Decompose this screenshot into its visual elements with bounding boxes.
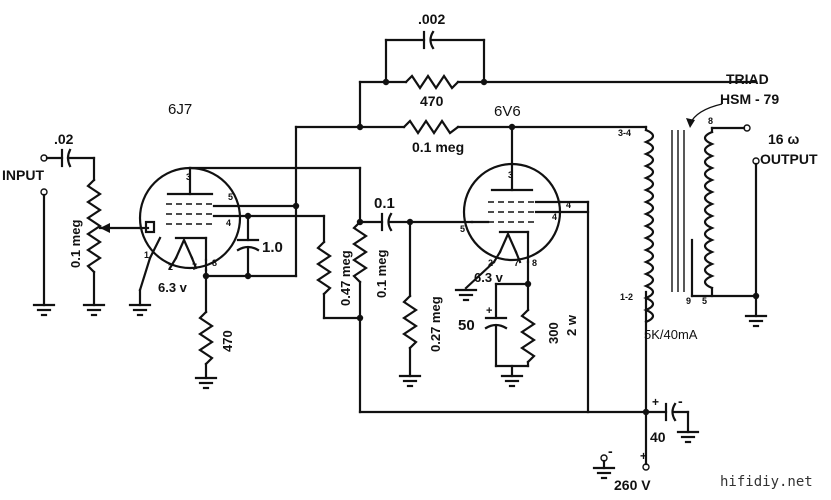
secondary-winding (703, 130, 715, 290)
cathode-res-v2-watt: 2 w (564, 314, 579, 336)
supply-minus: - (608, 443, 613, 459)
v2-pin-cathode: 8 (532, 258, 537, 268)
filter-cap-plus: + (652, 395, 659, 409)
cathode-bypass-plus: + (486, 305, 492, 317)
transformer-model: HSM - 79 (720, 91, 779, 107)
grid-leak-value: 0.27 meg (428, 296, 443, 352)
t-pin-5: 5 (702, 296, 707, 306)
wiper-arrow (100, 223, 110, 233)
ground-symbol-v2-heater (454, 288, 478, 302)
input-label: INPUT (2, 167, 44, 183)
plate-load-value: 0.1 meg (412, 139, 464, 155)
v2-type: 6V6 (494, 103, 521, 120)
ground-symbol-v1-pin1 (128, 303, 152, 317)
screen-res: 0.47 meg (316, 214, 362, 320)
v1-pin-screen: 5 (228, 192, 233, 202)
watermark: hifidiy.net (720, 474, 813, 490)
transformer-brand: TRIAD (726, 71, 769, 87)
tube-6v6: 3 4 4 5 8 2 7 6V6 6.3 v (460, 103, 571, 285)
plate-load-res (402, 119, 460, 135)
pot-value: 0.1 meg (68, 220, 83, 268)
cathode-bypass-cap: 50 + (458, 282, 508, 368)
plate-load-vertical: 0.1 meg (352, 220, 389, 414)
output-transformer: 3-4 1-2 8 9 5 TRIAD HSM - 79 5K/40mA 16 … (618, 71, 818, 414)
feedback-res-value: 470 (420, 93, 444, 109)
screen-bypass-value: 1.0 (262, 239, 283, 256)
t-pin-p1: 3-4 (618, 128, 631, 138)
output-label: OUTPUT (760, 151, 818, 167)
v2-pin-h1: 2 (488, 258, 493, 268)
v1-grid-cap (144, 220, 156, 234)
v1-type: 6J7 (168, 101, 192, 118)
ground-symbol-v2-cathode (500, 364, 524, 388)
stage-coupling-value: 0.1 (374, 195, 395, 212)
v2-heater (498, 231, 518, 254)
v1-pin-1: 1 (144, 250, 149, 260)
tube-6j7: 3 5 4 8 2 7 1 6J7 6.3 v (138, 101, 242, 295)
grid-res-v2-value: 0.1 meg (374, 250, 389, 298)
screen-res-value: 0.47 meg (338, 250, 353, 306)
feedback-res (404, 74, 460, 90)
input-section: INPUT .02 0.1 meg (2, 131, 142, 317)
v2-pin-screen: 4 (566, 200, 571, 210)
feedback-cap-value: .002 (418, 11, 445, 27)
v2-pin-plate: 3 (508, 170, 513, 180)
ground-symbol-pot (82, 303, 106, 317)
stage-coupling-cap: 0.1 (356, 195, 474, 232)
cathode-res-v1-value: 470 (220, 330, 235, 352)
t-pin-8: 8 (708, 116, 713, 126)
ground-symbol-input (32, 303, 56, 317)
grid-leak-v2: 0.27 meg (398, 220, 443, 388)
primary-winding (643, 128, 655, 324)
filter-cap-value: 40 (650, 429, 666, 445)
supply-voltage: 260 V (614, 477, 651, 493)
output-terminal-bottom (752, 157, 760, 165)
filter-cap-minus: - (678, 393, 683, 409)
output-impedance: 16 ω (768, 131, 799, 147)
v2-pin-screen-2: 4 (552, 212, 557, 222)
v1-pin-h2: 7 (192, 262, 197, 272)
power-supply: + - 40 + 260 V - (592, 393, 700, 493)
transformer-spec: 5K/40mA (644, 327, 698, 342)
v1-heater (174, 237, 194, 260)
input-cap-value: .02 (54, 131, 74, 147)
screen-bypass-cap: 1.0 (236, 214, 283, 280)
b-plus-sign: + (640, 449, 647, 463)
v2-pin-h2: 7 (514, 258, 519, 268)
v1-pin-suppressor: 4 (226, 218, 231, 228)
v1-pin-plate: 3 (186, 172, 191, 182)
t-pin-p2: 1-2 (620, 292, 633, 302)
t-pin-9: 9 (686, 296, 691, 306)
b-plus-terminal (642, 463, 650, 471)
output-terminal-top (743, 124, 751, 132)
cathode-res-v1: 470 (194, 274, 235, 390)
v1-pin-cathode: 8 (212, 258, 217, 268)
cathode-res-v2-value: 300 (546, 322, 561, 344)
v2-pin-grid: 5 (460, 224, 465, 234)
cathode-bypass-value: 50 (458, 317, 475, 334)
volume-pot (86, 178, 102, 274)
v1-pin-h1: 2 (168, 262, 173, 272)
cathode-res-v2: 300 2 w (520, 282, 579, 368)
v1-heater-label: 6.3 v (158, 280, 188, 295)
